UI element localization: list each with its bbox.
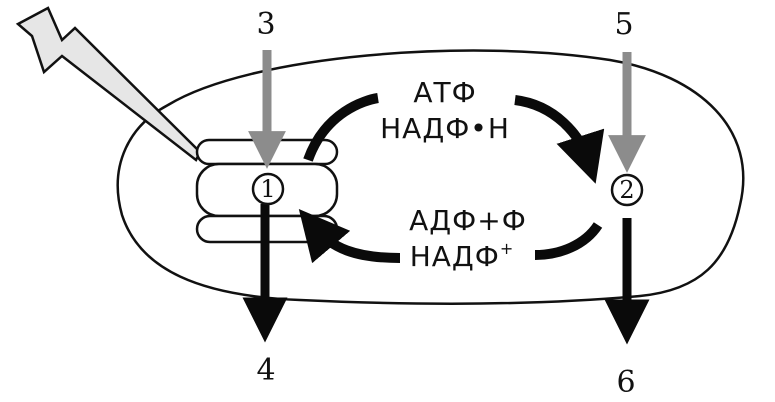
label-5: 5	[614, 7, 633, 42]
return-compound-nadp-base: НАДФ	[410, 240, 500, 273]
return-cycle-arrow-tail	[298, 208, 401, 264]
forward-cycle-arrow	[303, 93, 379, 162]
stage-2-circle	[610, 173, 644, 207]
forward-compound-atp: АТФ	[413, 76, 476, 109]
return-cycle-arrow	[534, 222, 603, 260]
return-compound-adp: АДФ+Ф	[409, 204, 527, 237]
forward-cycle-arrow-tail	[514, 95, 605, 184]
label-3: 3	[256, 7, 275, 42]
return-compound-nadp-sup: +	[500, 239, 514, 258]
label-6: 6	[616, 365, 635, 400]
stage-2-label: 2	[619, 176, 634, 204]
forward-compound-nadph: НАДФ•Н	[380, 112, 510, 145]
stage-1-circle	[251, 172, 285, 206]
light-energy-bolt-icon	[15, 6, 202, 162]
stage-1-label: 1	[260, 175, 275, 203]
return-compound-nadp: НАДФ+	[410, 239, 515, 273]
label-4: 4	[256, 353, 275, 388]
